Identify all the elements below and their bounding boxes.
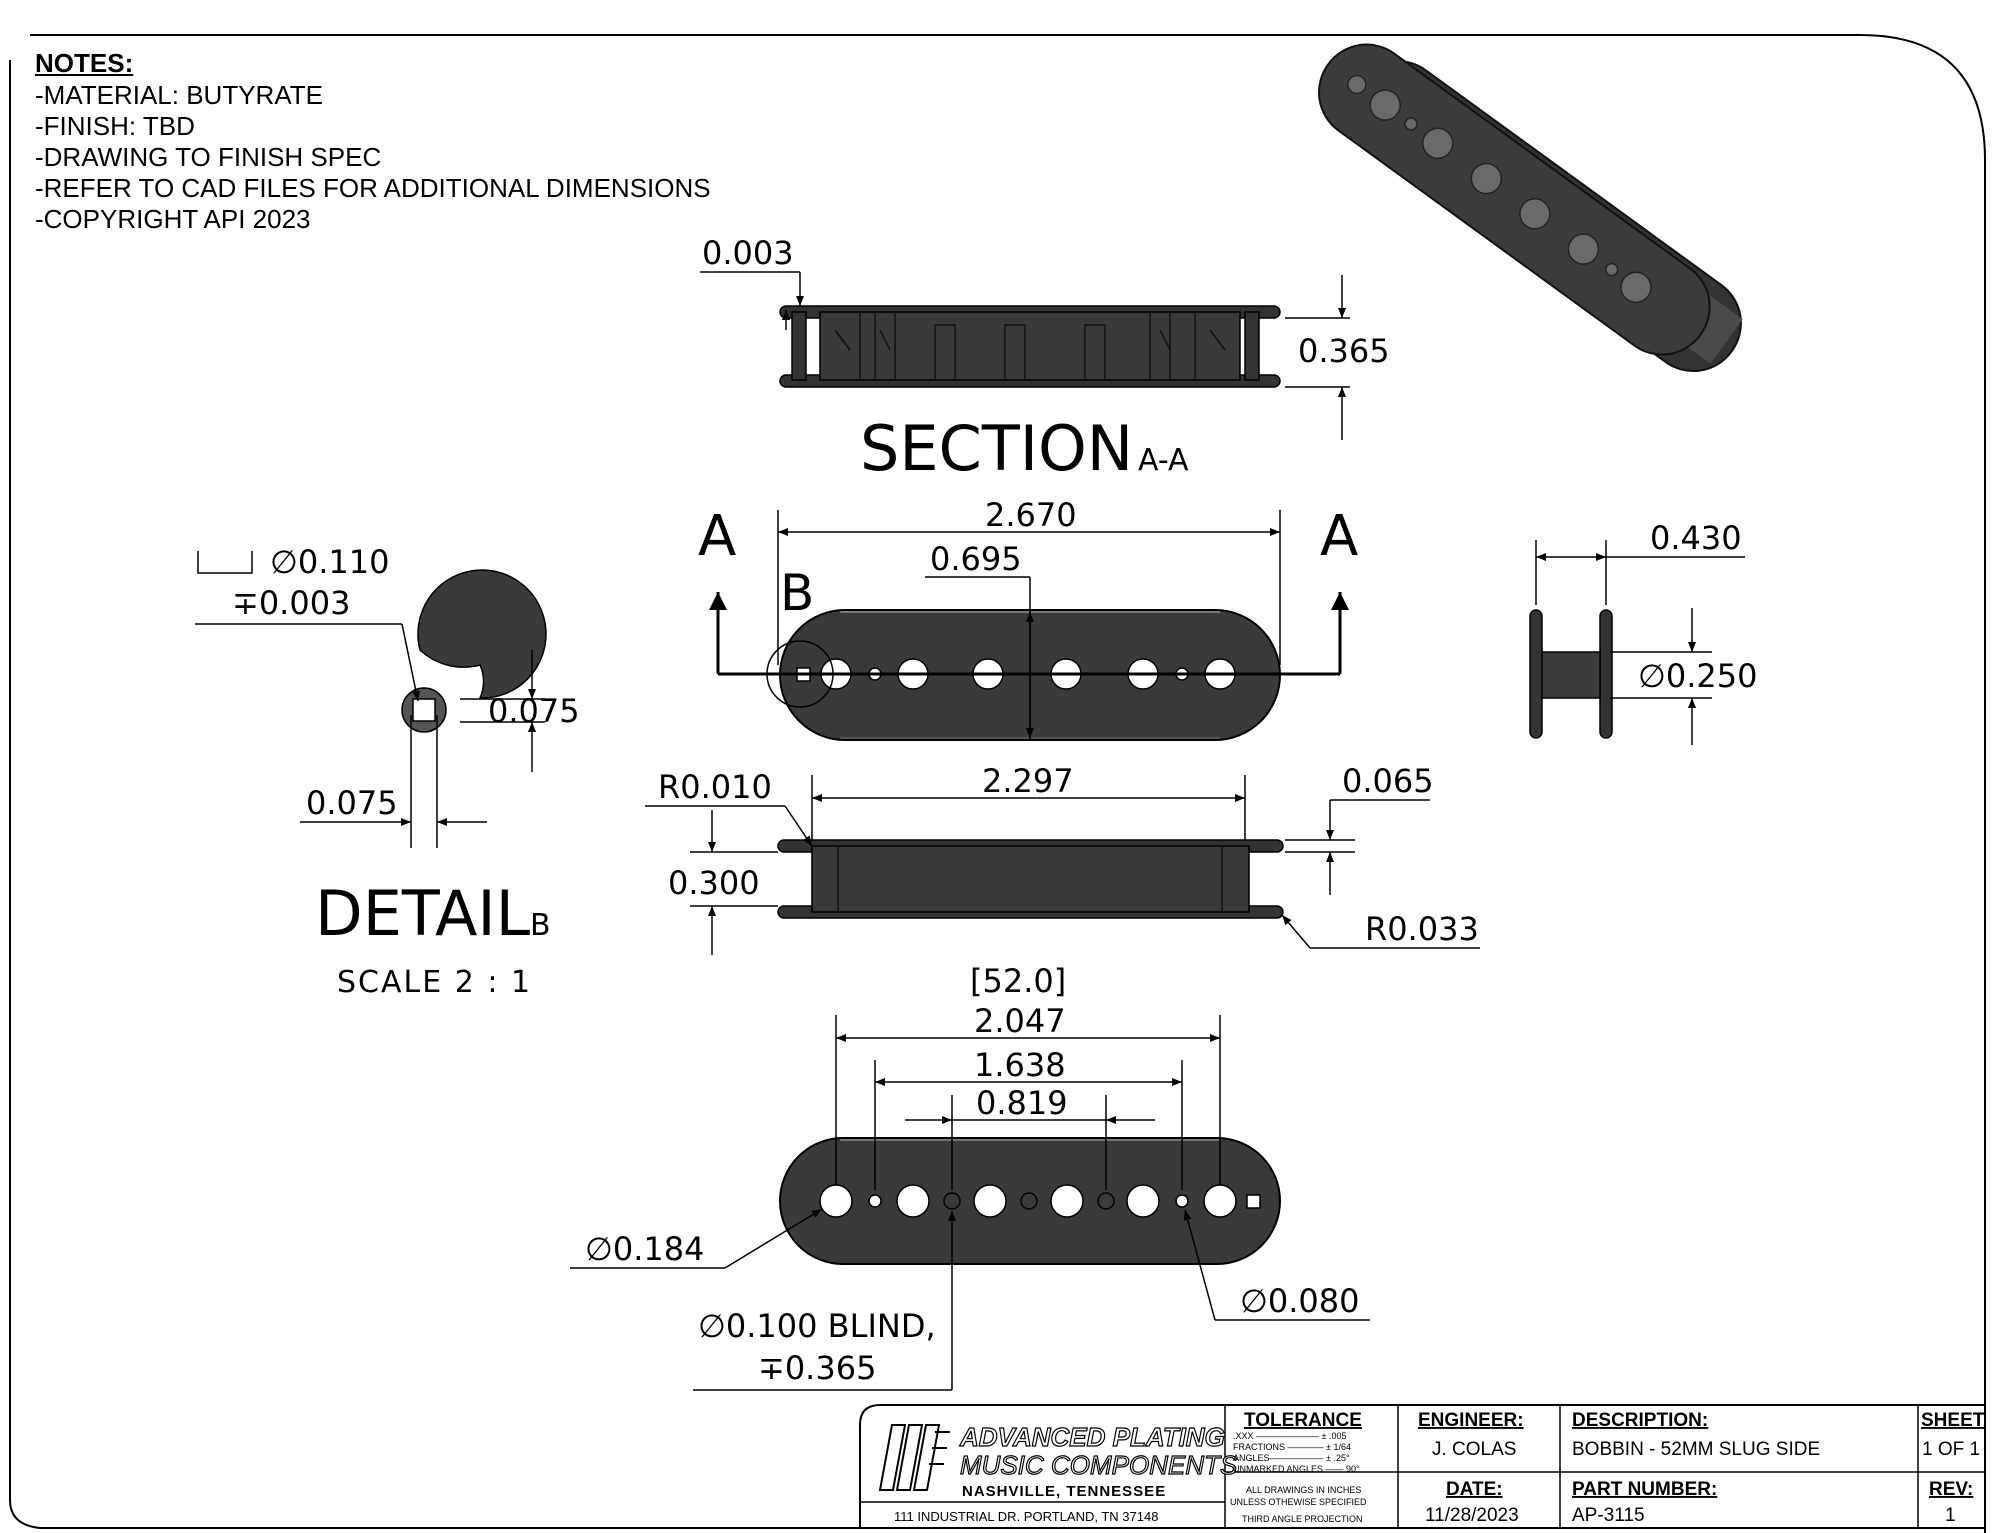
tolerance-note-2: UNLESS OTHEWISE SPECIFIED	[1230, 1497, 1367, 1507]
detail-b-view: ∅0.110 ∓0.003 0.075 0.075 DETAIL B SCALE…	[195, 543, 580, 1000]
part-number-label: PART NUMBER:	[1572, 1479, 1717, 1500]
section-title: SECTION	[860, 412, 1133, 485]
date-value: 11/28/2023	[1425, 1505, 1519, 1526]
svg-text:ADVANCED PLATING: ADVANCED PLATING	[959, 1422, 1225, 1452]
engineer-value: J. COLAS	[1432, 1439, 1516, 1460]
company-logo: ADVANCED PLATING MUSIC COMPONENTS NASHVI…	[878, 1421, 1239, 1500]
side-view: 0.430 ∅0.250	[1529, 519, 1757, 745]
rev-value: 1	[1945, 1505, 1956, 1526]
svg-text:NASHVILLE, TENNESSEE: NASHVILLE, TENNESSEE	[962, 1483, 1166, 1500]
isometric-view	[1317, 43, 1743, 373]
front-view: R0.010 2.297 0.065 0.300 R0.033	[645, 762, 1480, 955]
sheet-label: SHEET	[1921, 1410, 1985, 1431]
note-copyright: -COPYRIGHT API 2023	[35, 204, 311, 234]
detail-callout-depth: ∓0.003	[232, 584, 350, 622]
cut-label-right: A	[1320, 504, 1358, 569]
top-dim-width: 0.695	[930, 540, 1022, 578]
front-dim-flange-thk: 0.065	[1342, 762, 1434, 800]
note-finish: -FINISH: TBD	[35, 111, 195, 141]
bottom-dim-mid-spacing: 1.638	[974, 1046, 1066, 1084]
tolerance-line-2: FRACTIONS ———— ± 1/64	[1233, 1442, 1351, 1452]
notes-title: NOTES:	[35, 48, 134, 78]
detail-dim-vertical: 0.075	[488, 692, 580, 730]
top-dim-length: 2.670	[985, 496, 1077, 534]
note-cad-files: -REFER TO CAD FILES FOR ADDITIONAL DIMEN…	[35, 173, 711, 203]
side-dim-flange-gap: 0.430	[1650, 519, 1742, 557]
bottom-dim-hole-blind-1: ∅0.100 BLIND,	[698, 1307, 936, 1345]
svg-text:MUSIC COMPONENTS: MUSIC COMPONENTS	[960, 1450, 1238, 1480]
front-radius-top: R0.010	[658, 768, 772, 806]
detail-scale: SCALE 2 : 1	[337, 965, 532, 1000]
top-view: A A B 2.670 0.695	[698, 496, 1358, 741]
tolerance-line-3: ANGLES—————— ± .25°	[1233, 1453, 1350, 1463]
sheet-border	[9, 34, 1986, 1533]
section-dim-height: 0.365	[1298, 332, 1390, 370]
tolerance-note-3: THIRD ANGLE PROJECTION	[1242, 1514, 1363, 1524]
cut-label-left: A	[698, 504, 736, 569]
front-dim-inner-length: 2.297	[982, 762, 1074, 800]
engineer-label: ENGINEER:	[1418, 1410, 1524, 1431]
section-subtitle: A-A	[1138, 443, 1189, 478]
sheet-value: 1 OF 1	[1922, 1439, 1980, 1460]
section-dim-wall: 0.003	[702, 234, 794, 272]
front-radius-bottom: R0.033	[1365, 910, 1479, 948]
company-address: 111 INDUSTRIAL DR. PORTLAND, TN 37148	[894, 1509, 1158, 1524]
tolerance-line-1: .XXX ——————— ± .005	[1233, 1431, 1346, 1441]
tolerance-line-4: UNMARKED ANGLES —— 90°	[1233, 1464, 1360, 1474]
description-label: DESCRIPTION:	[1572, 1410, 1708, 1431]
bottom-dim-hole-large: ∅0.184	[585, 1230, 704, 1268]
part-number-value: AP-3115	[1572, 1505, 1645, 1526]
detail-callout-dia: ∅0.110	[270, 543, 389, 581]
detail-subtitle: B	[530, 908, 551, 943]
rev-label: REV:	[1929, 1479, 1973, 1500]
tolerance-title: TOLERANCE	[1244, 1410, 1362, 1431]
bottom-dim-metric: [52.0]	[970, 962, 1066, 1000]
description-value: BOBBIN - 52MM SLUG SIDE	[1572, 1439, 1820, 1460]
detail-title: DETAIL	[315, 877, 531, 950]
tolerance-note-1: ALL DRAWINGS IN INCHES	[1246, 1485, 1361, 1495]
bottom-view: [52.0] 2.047 1.638 0.819 ∅0.184 ∅0.100 B…	[570, 962, 1370, 1391]
detail-label: B	[780, 564, 814, 622]
bottom-dim-outer-spacing: 2.047	[974, 1002, 1066, 1040]
title-block: ADVANCED PLATING MUSIC COMPONENTS NASHVI…	[859, 1404, 1985, 1528]
side-dim-core-dia: ∅0.250	[1638, 657, 1757, 695]
bottom-dim-inner-spacing: 0.819	[976, 1084, 1068, 1122]
note-material: -MATERIAL: BUTYRATE	[35, 80, 323, 110]
front-dim-height: 0.300	[668, 864, 760, 902]
detail-dim-horizontal: 0.075	[306, 784, 398, 822]
bottom-dim-hole-blind-2: ∓0.365	[758, 1349, 876, 1387]
bottom-dim-hole-small: ∅0.080	[1240, 1282, 1359, 1320]
note-finish-spec: -DRAWING TO FINISH SPEC	[35, 142, 382, 172]
date-label: DATE:	[1446, 1479, 1503, 1500]
section-view: 0.003 0.365 SECTION A-A	[700, 234, 1390, 485]
